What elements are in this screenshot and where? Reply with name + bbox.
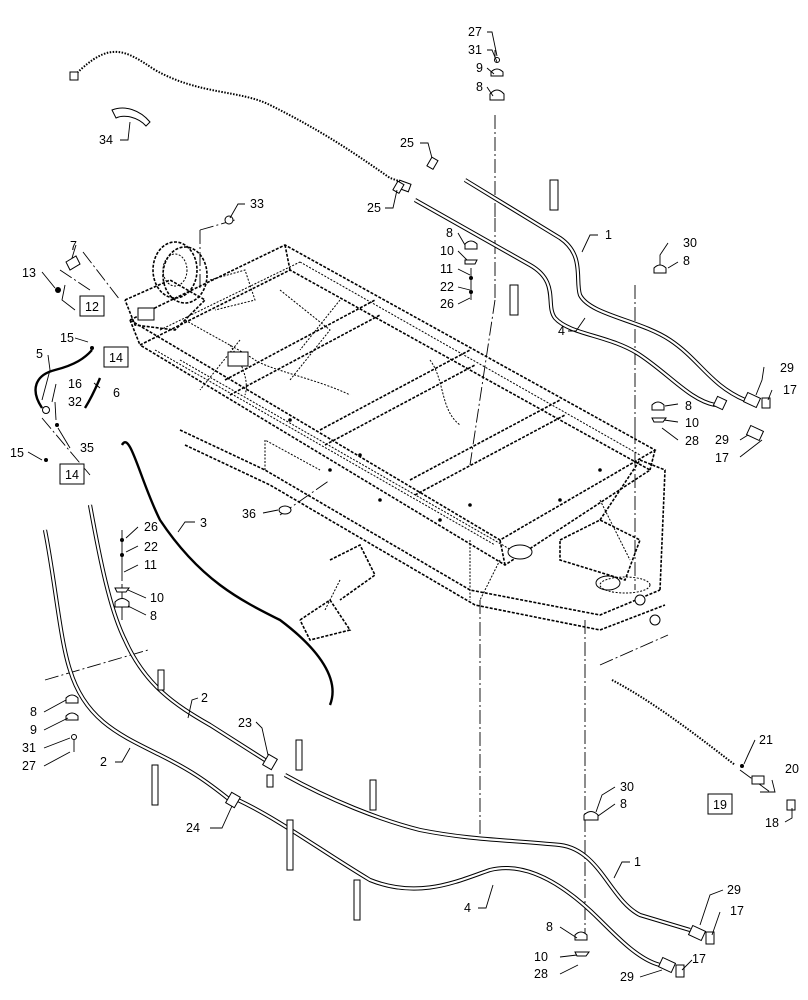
callout-30: 30 [620, 780, 634, 794]
callout-31: 31 [468, 43, 482, 57]
callout-11: 11 [144, 558, 157, 572]
callout-22: 22 [144, 540, 158, 554]
callout-4: 4 [558, 324, 565, 338]
callout-11: 11 [440, 262, 453, 276]
callout-27: 27 [468, 25, 482, 39]
callout-30: 30 [683, 236, 697, 250]
callout-15: 15 [60, 331, 74, 345]
callout-33: 33 [250, 197, 264, 211]
callout-26: 26 [440, 297, 454, 311]
callout-26: 26 [144, 520, 158, 534]
callout-9: 9 [30, 723, 37, 737]
hose-34-line [69, 50, 412, 193]
ref-box-19: 19 [707, 793, 733, 815]
callout-29: 29 [715, 433, 729, 447]
ref-box-12: 12 [79, 295, 105, 317]
callout-8: 8 [683, 254, 690, 268]
hose-21-line [611, 679, 736, 766]
svg-text:14: 14 [109, 351, 123, 365]
callout-17: 17 [730, 904, 744, 918]
callout-16: 16 [68, 377, 82, 391]
callout-29: 29 [727, 883, 741, 897]
callout-28: 28 [685, 434, 699, 448]
hose-1-lower [283, 773, 691, 933]
hose-2-a [42, 529, 232, 802]
main-frame [124, 241, 666, 641]
callout-8: 8 [150, 609, 157, 623]
callout-29: 29 [620, 970, 634, 984]
callout-7: 7 [70, 239, 77, 253]
callout-17: 17 [692, 952, 706, 966]
callouts: 27 31 9 8 34 25 25 33 8 10 11 22 26 1 30… [10, 25, 799, 984]
callout-1: 1 [605, 228, 612, 242]
callout-25: 25 [400, 136, 414, 150]
callout-27: 27 [22, 759, 36, 773]
callout-17: 17 [783, 383, 797, 397]
callout-21: 21 [759, 733, 773, 747]
ref-box-14: 14 [103, 346, 129, 368]
callout-2: 2 [100, 755, 107, 769]
callout-8: 8 [446, 226, 453, 240]
callout-29: 29 [780, 361, 794, 375]
svg-text:12: 12 [85, 300, 99, 314]
svg-text:14: 14 [65, 468, 79, 482]
svg-text:19: 19 [713, 798, 727, 812]
hose-1-upper [463, 178, 746, 402]
callout-8: 8 [620, 797, 627, 811]
callout-15: 15 [10, 446, 24, 460]
callout-3: 3 [200, 516, 207, 530]
callout-25: 25 [367, 201, 381, 215]
boxed-refs: 12 14 14 19 [59, 295, 733, 815]
callout-18: 18 [765, 816, 779, 830]
callout-10: 10 [685, 416, 699, 430]
callout-20: 20 [785, 762, 799, 776]
callout-24: 24 [186, 821, 200, 835]
callout-10: 10 [534, 950, 548, 964]
callout-23: 23 [238, 716, 252, 730]
callout-1: 1 [634, 855, 641, 869]
hose-5 [34, 349, 93, 409]
hose-2-b [87, 504, 267, 762]
callout-32: 32 [68, 395, 82, 409]
callout-35: 35 [80, 441, 94, 455]
hose-3 [120, 441, 334, 706]
callout-36: 36 [242, 507, 256, 521]
callout-8: 8 [30, 705, 37, 719]
callout-8: 8 [685, 399, 692, 413]
callout-10: 10 [440, 244, 454, 258]
hose-6 [83, 377, 102, 409]
callout-8: 8 [546, 920, 553, 934]
callout-5: 5 [36, 347, 43, 361]
callout-6: 6 [113, 386, 120, 400]
callout-9: 9 [476, 61, 483, 75]
callout-13: 13 [22, 266, 36, 280]
callout-17: 17 [715, 451, 729, 465]
callout-28: 28 [534, 967, 548, 981]
callout-4: 4 [464, 901, 471, 915]
hose-4-lower [237, 798, 661, 968]
callout-2: 2 [201, 691, 208, 705]
leader-lines [27, 31, 793, 978]
centerline-group [41, 115, 771, 940]
hardware-parts [42, 50, 796, 978]
callout-31: 31 [22, 741, 36, 755]
callout-10: 10 [150, 591, 164, 605]
callout-34: 34 [99, 133, 113, 147]
ref-box-14: 14 [59, 463, 85, 485]
callout-8: 8 [476, 80, 483, 94]
callout-22: 22 [440, 280, 454, 294]
hose-4-upper [413, 198, 716, 408]
